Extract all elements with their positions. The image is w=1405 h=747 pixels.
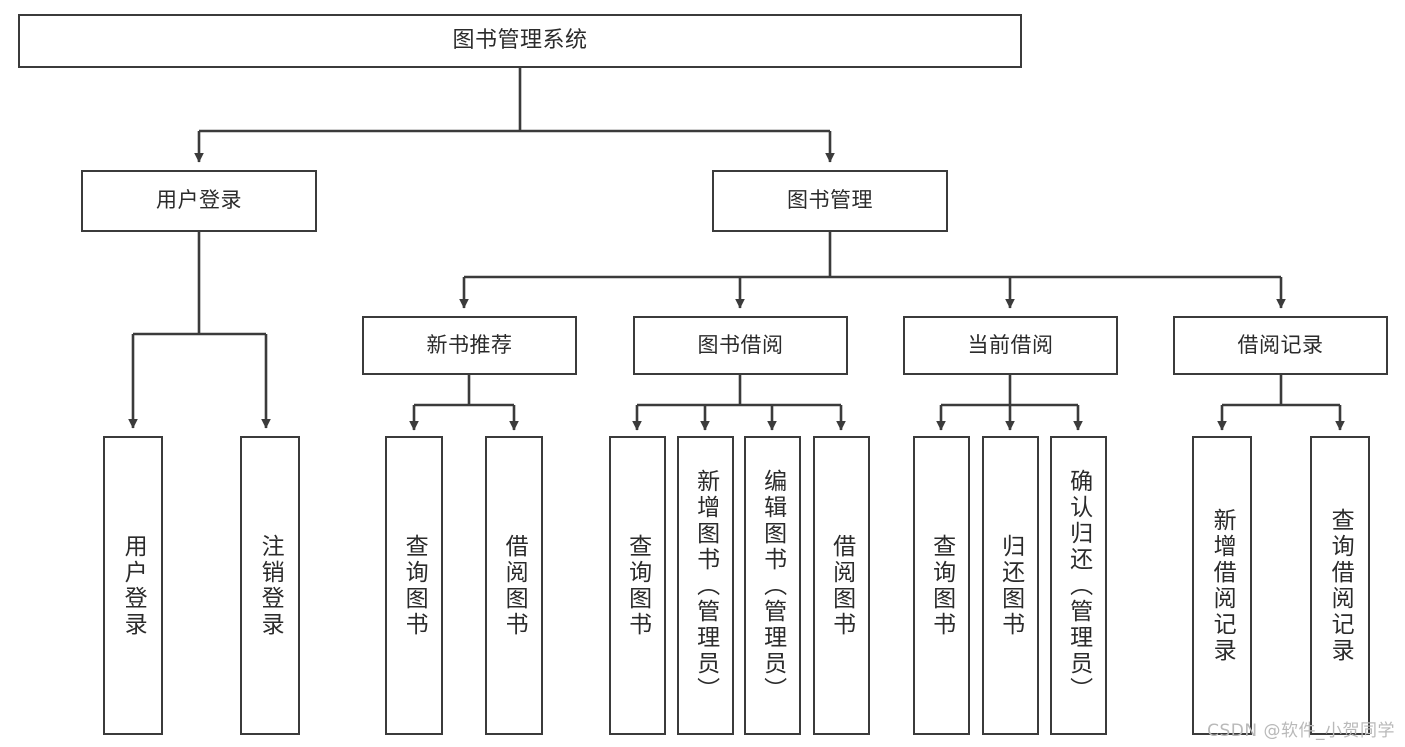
node-label: 归还图书 bbox=[997, 533, 1024, 638]
node-label: 当前借阅 bbox=[967, 332, 1054, 357]
node-label: 查询图书 bbox=[624, 533, 651, 638]
node-label: 确认归还（管理员） bbox=[1065, 468, 1092, 703]
node-label: 注销登录 bbox=[257, 533, 284, 638]
node-leaf-return-book[interactable]: 归还图书 bbox=[982, 436, 1039, 735]
node-leaf-add-borrow-record[interactable]: 新增借阅记录 bbox=[1192, 436, 1252, 735]
node-label: 新增图书（管理员） bbox=[692, 468, 719, 703]
node-leaf-add-book[interactable]: 新增图书（管理员） bbox=[677, 436, 734, 735]
node-leaf-edit-book[interactable]: 编辑图书（管理员） bbox=[744, 436, 801, 735]
node-leaf-user-login[interactable]: 用户登录 bbox=[103, 436, 163, 735]
node-label: 新增借阅记录 bbox=[1209, 507, 1236, 664]
node-label: 用户登录 bbox=[156, 188, 242, 213]
node-book-management[interactable]: 图书管理 bbox=[712, 170, 948, 232]
node-label: 查询图书 bbox=[401, 533, 428, 638]
node-label: 查询借阅记录 bbox=[1327, 507, 1354, 664]
node-label: 借阅图书 bbox=[828, 533, 855, 638]
node-leaf-query-book-current[interactable]: 查询图书 bbox=[913, 436, 970, 735]
node-root-system[interactable]: 图书管理系统 bbox=[18, 14, 1022, 68]
node-label: 编辑图书（管理员） bbox=[759, 468, 786, 703]
node-leaf-query-book-recommend[interactable]: 查询图书 bbox=[385, 436, 443, 735]
node-leaf-borrow-book-recommend[interactable]: 借阅图书 bbox=[485, 436, 543, 735]
node-current-borrow[interactable]: 当前借阅 bbox=[903, 316, 1118, 375]
node-label: 图书管理 bbox=[787, 188, 873, 213]
node-label: 借阅记录 bbox=[1237, 332, 1324, 357]
node-label: 借阅图书 bbox=[501, 533, 528, 638]
node-label: 新书推荐 bbox=[426, 332, 513, 357]
node-leaf-query-borrow-record[interactable]: 查询借阅记录 bbox=[1310, 436, 1370, 735]
node-label: 查询图书 bbox=[928, 533, 955, 638]
node-label: 图书借阅 bbox=[697, 332, 784, 357]
node-user-login[interactable]: 用户登录 bbox=[81, 170, 317, 232]
node-new-book-recommend[interactable]: 新书推荐 bbox=[362, 316, 577, 375]
node-leaf-borrow-book[interactable]: 借阅图书 bbox=[813, 436, 870, 735]
node-leaf-user-logout[interactable]: 注销登录 bbox=[240, 436, 300, 735]
node-borrow-record[interactable]: 借阅记录 bbox=[1173, 316, 1388, 375]
node-label: 用户登录 bbox=[120, 533, 147, 638]
node-label: 图书管理系统 bbox=[452, 28, 588, 54]
node-leaf-confirm-return[interactable]: 确认归还（管理员） bbox=[1050, 436, 1107, 735]
node-leaf-query-book-borrow[interactable]: 查询图书 bbox=[609, 436, 666, 735]
node-book-borrow[interactable]: 图书借阅 bbox=[633, 316, 848, 375]
